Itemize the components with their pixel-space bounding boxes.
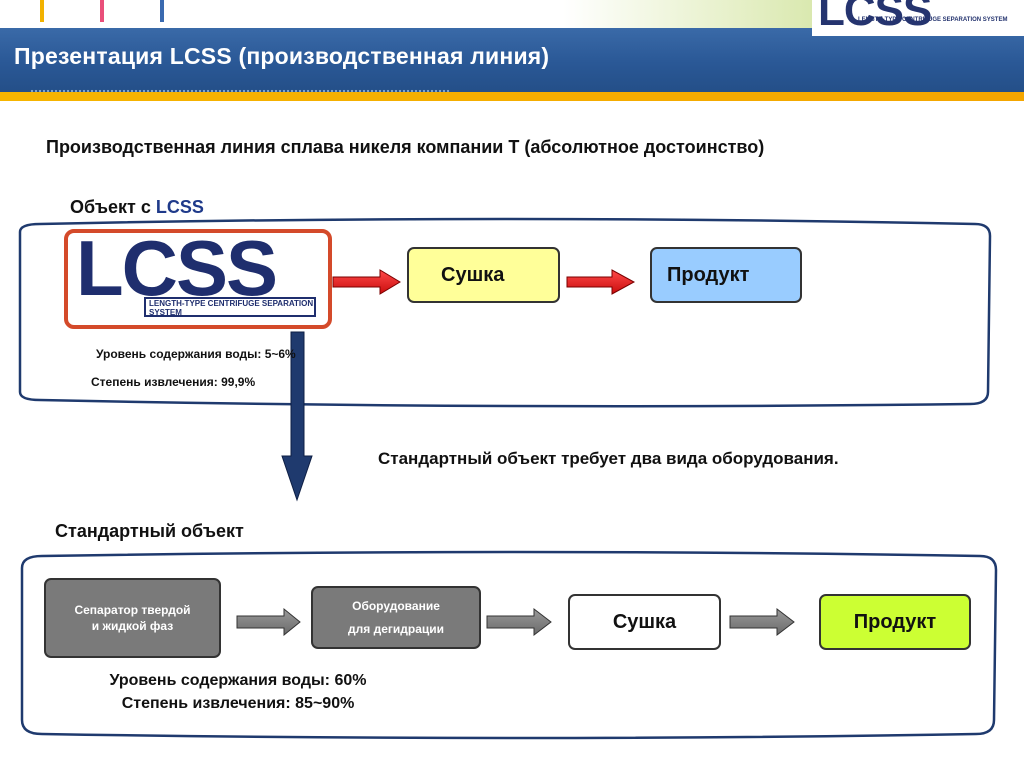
arrow-right-icon xyxy=(486,607,552,637)
standard-extraction-rate: Степень извлечения: 85~90% xyxy=(121,695,355,712)
header-tick xyxy=(100,0,104,22)
arrow-right-icon xyxy=(566,269,636,295)
lcss-panel-frame xyxy=(18,217,992,408)
standard-section-label: Стандартный объект xyxy=(55,521,244,541)
dehydration-label-line1: Оборудование xyxy=(352,598,440,613)
separator-label-line2: и жидкой фаз xyxy=(91,619,174,633)
separator-label-line1: Сепаратор твердой xyxy=(74,603,191,617)
drying-step: Сушка xyxy=(407,247,560,303)
header-logo: LCSS xyxy=(818,0,932,35)
product-step: Продукт xyxy=(650,247,802,303)
arrow-right-icon xyxy=(332,269,401,295)
header-tick xyxy=(40,0,44,22)
header-accent-bar xyxy=(0,92,1024,101)
arrow-down-icon xyxy=(281,331,313,502)
separator-step: Сепаратор твердой и жидкой фаз xyxy=(44,578,221,658)
header-tick xyxy=(160,0,164,22)
header-logo-area xyxy=(812,0,1024,36)
standard-water-level: Уровень содержания воды: 60% xyxy=(109,672,367,689)
arrow-right-icon xyxy=(729,607,795,637)
page-title: Презентация LCSS (производственная линия… xyxy=(14,43,550,69)
lcss-water-level: Уровень содержания воды: 5~6% xyxy=(96,347,296,361)
lcss-logo-caption: LENGTH-TYPE CENTRIFUGE SEPARATION SYSTEM xyxy=(144,297,316,317)
lcss-section-label: Объект с LCSS xyxy=(70,197,204,218)
standard-drying-step: Сушка xyxy=(568,594,721,650)
lcss-section-label-prefix: Объект с xyxy=(70,197,156,217)
standard-product-step: Продукт xyxy=(819,594,971,650)
lcss-section-label-accent: LCSS xyxy=(155,197,204,217)
lcss-logo: LCSS LENGTH-TYPE CENTRIFUGE SEPARATION S… xyxy=(64,229,332,329)
header-logo-caption: LENGTH-TYPE CENTRIFUGE SEPARATION SYSTEM xyxy=(858,17,1008,23)
standard-panel-frame xyxy=(20,550,998,740)
arrow-right-icon xyxy=(236,607,301,637)
lcss-extraction-rate: Степень извлечения: 99,9% xyxy=(91,375,256,389)
title-bar xyxy=(0,28,1024,92)
dehydration-step: Оборудование для дегидрации xyxy=(311,586,481,649)
standard-note: Стандартный объект требует два вида обор… xyxy=(378,449,839,468)
dehydration-label-line2: для дегидрации xyxy=(348,622,444,637)
slide-subtitle: Производственная линия сплава никеля ком… xyxy=(46,137,765,157)
header-dot-pattern xyxy=(30,89,450,93)
